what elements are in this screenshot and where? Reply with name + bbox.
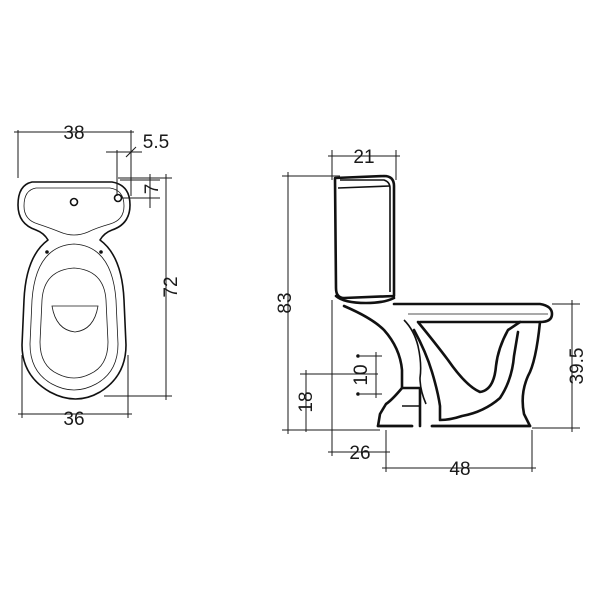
dim-label-total-depth: 48 [449,459,470,480]
dim-label-hole-spacing: 7 [142,184,163,195]
top-view: 38 5.5 7 72 36 [14,123,182,430]
dim-outlet-offset: 26 [328,300,390,464]
dim-hole-offset: 5.5 [106,132,169,196]
dim-outlet-diameter: 10 [351,352,382,398]
dim-total-depth: 48 [382,430,536,480]
dim-width-top: 38 [14,123,134,178]
dim-label-width-bottom: 36 [63,409,84,430]
dim-label-tank-depth: 21 [353,147,374,168]
dim-label-outlet-offset: 26 [349,443,370,464]
top-view-outline [17,181,131,400]
dim-label-length: 72 [161,276,182,297]
dim-total-height: 83 [275,172,380,434]
dim-bowl-height: 39.5 [532,300,588,432]
side-view-outline [333,174,554,428]
side-view: 21 83 39.5 18 10 [275,147,588,480]
dim-tank-depth: 21 [328,147,400,180]
dim-label-hole-offset: 5.5 [143,132,169,153]
dim-label-outlet-height: 18 [296,391,317,412]
dim-label-bowl-height: 39.5 [567,348,588,385]
dim-hole-spacing: 7 [120,174,163,208]
dim-outlet-height: 18 [296,370,378,432]
dim-length: 72 [104,174,182,400]
dim-label-width-top: 38 [63,123,84,144]
dim-width-bottom: 36 [18,355,132,430]
dim-label-outlet-diameter: 10 [351,364,372,385]
dim-label-total-height: 83 [275,292,296,313]
